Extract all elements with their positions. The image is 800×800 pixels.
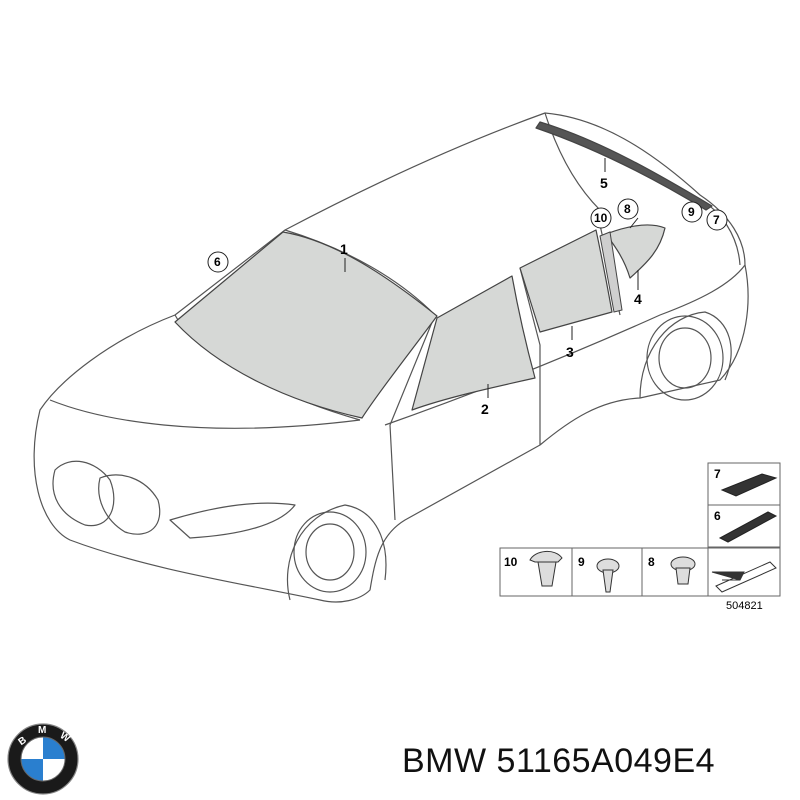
callout-circle-10: 10 [590,207,612,229]
callout-5: 5 [600,175,608,191]
callout-2: 2 [481,401,489,417]
front-door-glass [411,275,536,411]
foam-pad-part [720,473,778,497]
callout-circle-8: 8 [617,198,639,220]
svg-text:9: 9 [688,205,695,219]
svg-text:M: M [38,725,46,736]
drawing-number: 504821 [726,600,763,612]
callout-3: 3 [566,344,574,360]
adhesive-strip-part [718,511,778,543]
quarter-glass [605,224,666,279]
legend-label-10: 10 [504,555,518,569]
expanding-rivet-part [529,551,563,587]
arrow-symbol [711,561,777,593]
legend-panel: 7 6 10 9 8 504821 [499,462,781,612]
glass-panels [174,121,713,419]
leader-lines [344,158,639,398]
svg-text:10: 10 [594,211,608,225]
rear-window-seal [535,121,713,211]
callout-circle-7: 7 [706,209,728,231]
svg-text:6: 6 [214,255,221,269]
screw-part-9 [596,558,620,593]
legend-label-7: 7 [714,467,721,481]
part-number-caption: BMW 51165A049E4 [402,742,716,780]
parts-diagram: 1 2 3 4 5 6 10 8 9 7 7 6 10 [33,112,781,612]
windshield-glass [174,231,438,419]
svg-text:8: 8 [624,202,631,216]
bmw-logo: B M W [7,723,79,795]
rear-door-glass [519,229,613,333]
callout-circle-9: 9 [681,201,703,223]
legend-label-6: 6 [714,509,721,523]
pillar-trim [599,231,623,313]
callout-1: 1 [340,241,348,257]
callout-circle-6: 6 [207,251,229,273]
svg-text:7: 7 [713,213,720,227]
legend-label-8: 8 [648,555,655,569]
legend-label-9: 9 [578,555,585,569]
screw-part-8 [670,556,696,585]
callout-4: 4 [634,291,642,307]
